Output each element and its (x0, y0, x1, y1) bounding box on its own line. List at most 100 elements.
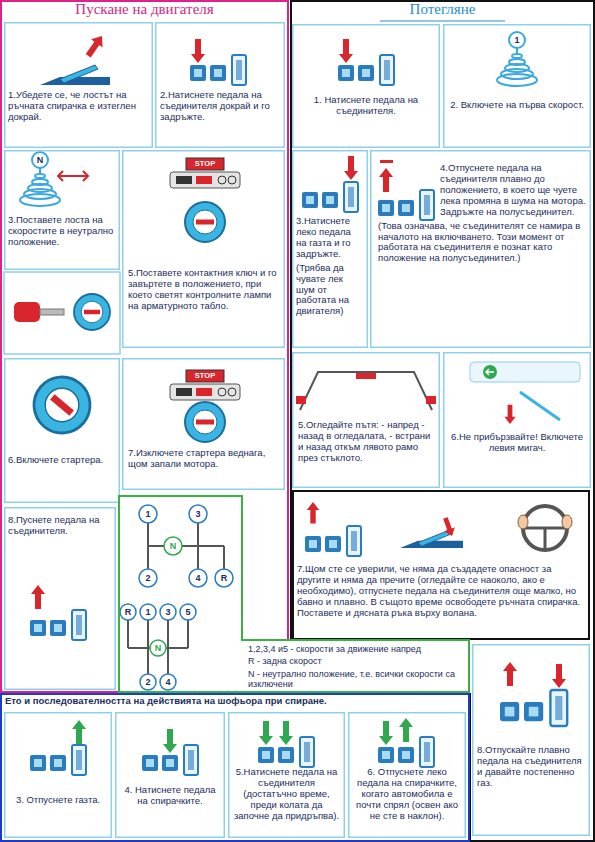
step-text: 5.Натиснете педала на съединителя (доста… (232, 767, 341, 822)
release-arrow (503, 662, 517, 686)
gear-circles (120, 505, 233, 690)
release-arrow (379, 168, 393, 192)
dashboard-icon (170, 370, 240, 400)
step-text: 1.Убедете се, че лостът на ръчната спира… (8, 90, 149, 123)
box-border (116, 713, 225, 838)
warning-lamp-label: STOP (195, 160, 215, 168)
box-border (5, 508, 116, 690)
gear-number: N (170, 542, 177, 551)
hand (518, 515, 528, 529)
step-text: 4. Натиснете педала на спирачките. (119, 785, 221, 807)
press-arrow (379, 721, 393, 745)
stalk-arrow (504, 405, 515, 424)
box-border (473, 645, 590, 836)
step-text: (Трябва да чувате лек шум от работата на… (296, 263, 364, 318)
step-box: 2.Натиснете педала на съединителя докрай… (155, 22, 285, 148)
step-text: 7.Щом сте се уверили, че няма да създаде… (297, 564, 586, 619)
step-box: 8.Пуснете педала на съединителя. (4, 507, 116, 690)
step-text: (Това означава, че съединителят се намир… (378, 221, 586, 265)
release-arrow (307, 502, 320, 524)
gear-number: 1 (514, 36, 519, 45)
step-box: 5.Натиснете педала на съединителя (доста… (228, 712, 345, 838)
node-outline (4, 22, 153, 148)
step-box: 5.Поставете контактния ключ и го завърте… (122, 150, 285, 348)
panel-title: Потегляне (290, 1, 595, 18)
gear-knob-icon (20, 152, 60, 206)
box-border (444, 353, 591, 488)
step-box: 3.Натиснете леко педала на газта и го за… (292, 150, 368, 348)
step-box: 5.Огледайте пътя: - напред - назад в огл… (292, 352, 440, 488)
node-outline (122, 150, 285, 348)
step-text: 6.Включете стартера. (8, 455, 116, 466)
step-box: 6. Отпуснете леко педала на спирачките, … (348, 712, 466, 838)
turn-signal-arrow (486, 369, 494, 375)
press-arrow (191, 39, 205, 63)
node-outline (155, 22, 285, 148)
start-panel: Пускане на двигателя 1.Убедете се, че лос… (0, 0, 289, 693)
turn-signal (483, 365, 497, 379)
steering-spokes (523, 528, 567, 550)
gear-number: 1 (145, 608, 150, 617)
step-text: 1. Натиснете педала на съединителя. (298, 95, 434, 117)
step-text: 2.Натиснете педала на съединителя докрай… (160, 90, 281, 123)
mirror (296, 396, 306, 404)
box-border (1, 694, 469, 841)
mirror (356, 373, 376, 379)
step-text: 3.Натиснете леко педала на газта и го за… (296, 216, 364, 260)
press-arrow (339, 39, 353, 63)
panel-title: Пускане на двигателя (0, 1, 289, 18)
box-border (293, 25, 440, 148)
title-underline (380, 21, 505, 22)
key-panel (4, 272, 120, 354)
signal-lamp-panel (470, 362, 580, 382)
gear-number: 4 (165, 678, 170, 687)
panel-border (291, 1, 594, 841)
step-text: 8.Отпускайте плавно педала на съединител… (477, 745, 585, 789)
step-text: 3. Отпуснете газта. (8, 795, 108, 806)
signal-stalk (520, 392, 560, 420)
node-outline (292, 24, 440, 148)
ignition-icon (74, 294, 110, 330)
pedals-icon (302, 182, 358, 212)
box-border (5, 359, 120, 503)
gear-key-box: 1,2,3,4 и5 - скорости за движение напред… (118, 495, 470, 693)
ignition-icon (185, 202, 225, 242)
step-box: 8.Отпускайте плавно педала на съединител… (472, 644, 590, 836)
box-border (293, 491, 589, 639)
gear-number: 2 (145, 574, 150, 583)
dashboard-icon (170, 158, 240, 188)
pedals-icon (378, 190, 434, 220)
ignition-icon (185, 402, 225, 442)
step-text: R - задна скорост (248, 656, 466, 666)
box-border (123, 151, 285, 348)
pedals-icon (30, 745, 86, 775)
step-text: 6. Отпуснете леко педала на спирачките, … (352, 767, 462, 822)
release-arrow (399, 718, 413, 742)
step-box: 4. Натиснете педала на спирачките. (115, 712, 225, 838)
step-box: 1.Убедете се, че лостът на ръчната спира… (4, 22, 153, 148)
gear-knob-icon (497, 32, 537, 86)
shift-arrow (58, 171, 88, 181)
step-text: 6.Не прибързвайте! Включете левия мигач. (449, 432, 585, 454)
step-box: 4.Отпуснете педала на съединителя плавно… (370, 150, 591, 348)
press-arrow (344, 156, 358, 180)
hold-mark (380, 160, 393, 163)
step-text: 3.Поставете лоста на скоростите в неутра… (8, 215, 116, 248)
handbrake-icon (400, 530, 463, 548)
node-outline (115, 712, 225, 838)
step-text: 4.Отпуснете педала на съединителя плавно… (440, 163, 586, 218)
step-box: 6.Не прибързвайте! Включете левия мигач. (443, 352, 591, 488)
warning-lamp-label: STOP (195, 372, 215, 380)
box-border (293, 353, 440, 488)
step-text: 5.Поставете контактния ключ и го завърте… (128, 268, 279, 312)
step-box: 6.Включете стартера. (4, 358, 120, 503)
release-arrow (440, 516, 457, 538)
box-border (444, 25, 591, 148)
gear-number: 3 (165, 608, 170, 617)
step-box: 7.Щом сте се уверили, че няма да създаде… (292, 490, 590, 640)
box-border (5, 23, 153, 148)
box-border (123, 359, 285, 490)
gear-number: 1 (145, 510, 150, 519)
box-border (293, 151, 368, 348)
